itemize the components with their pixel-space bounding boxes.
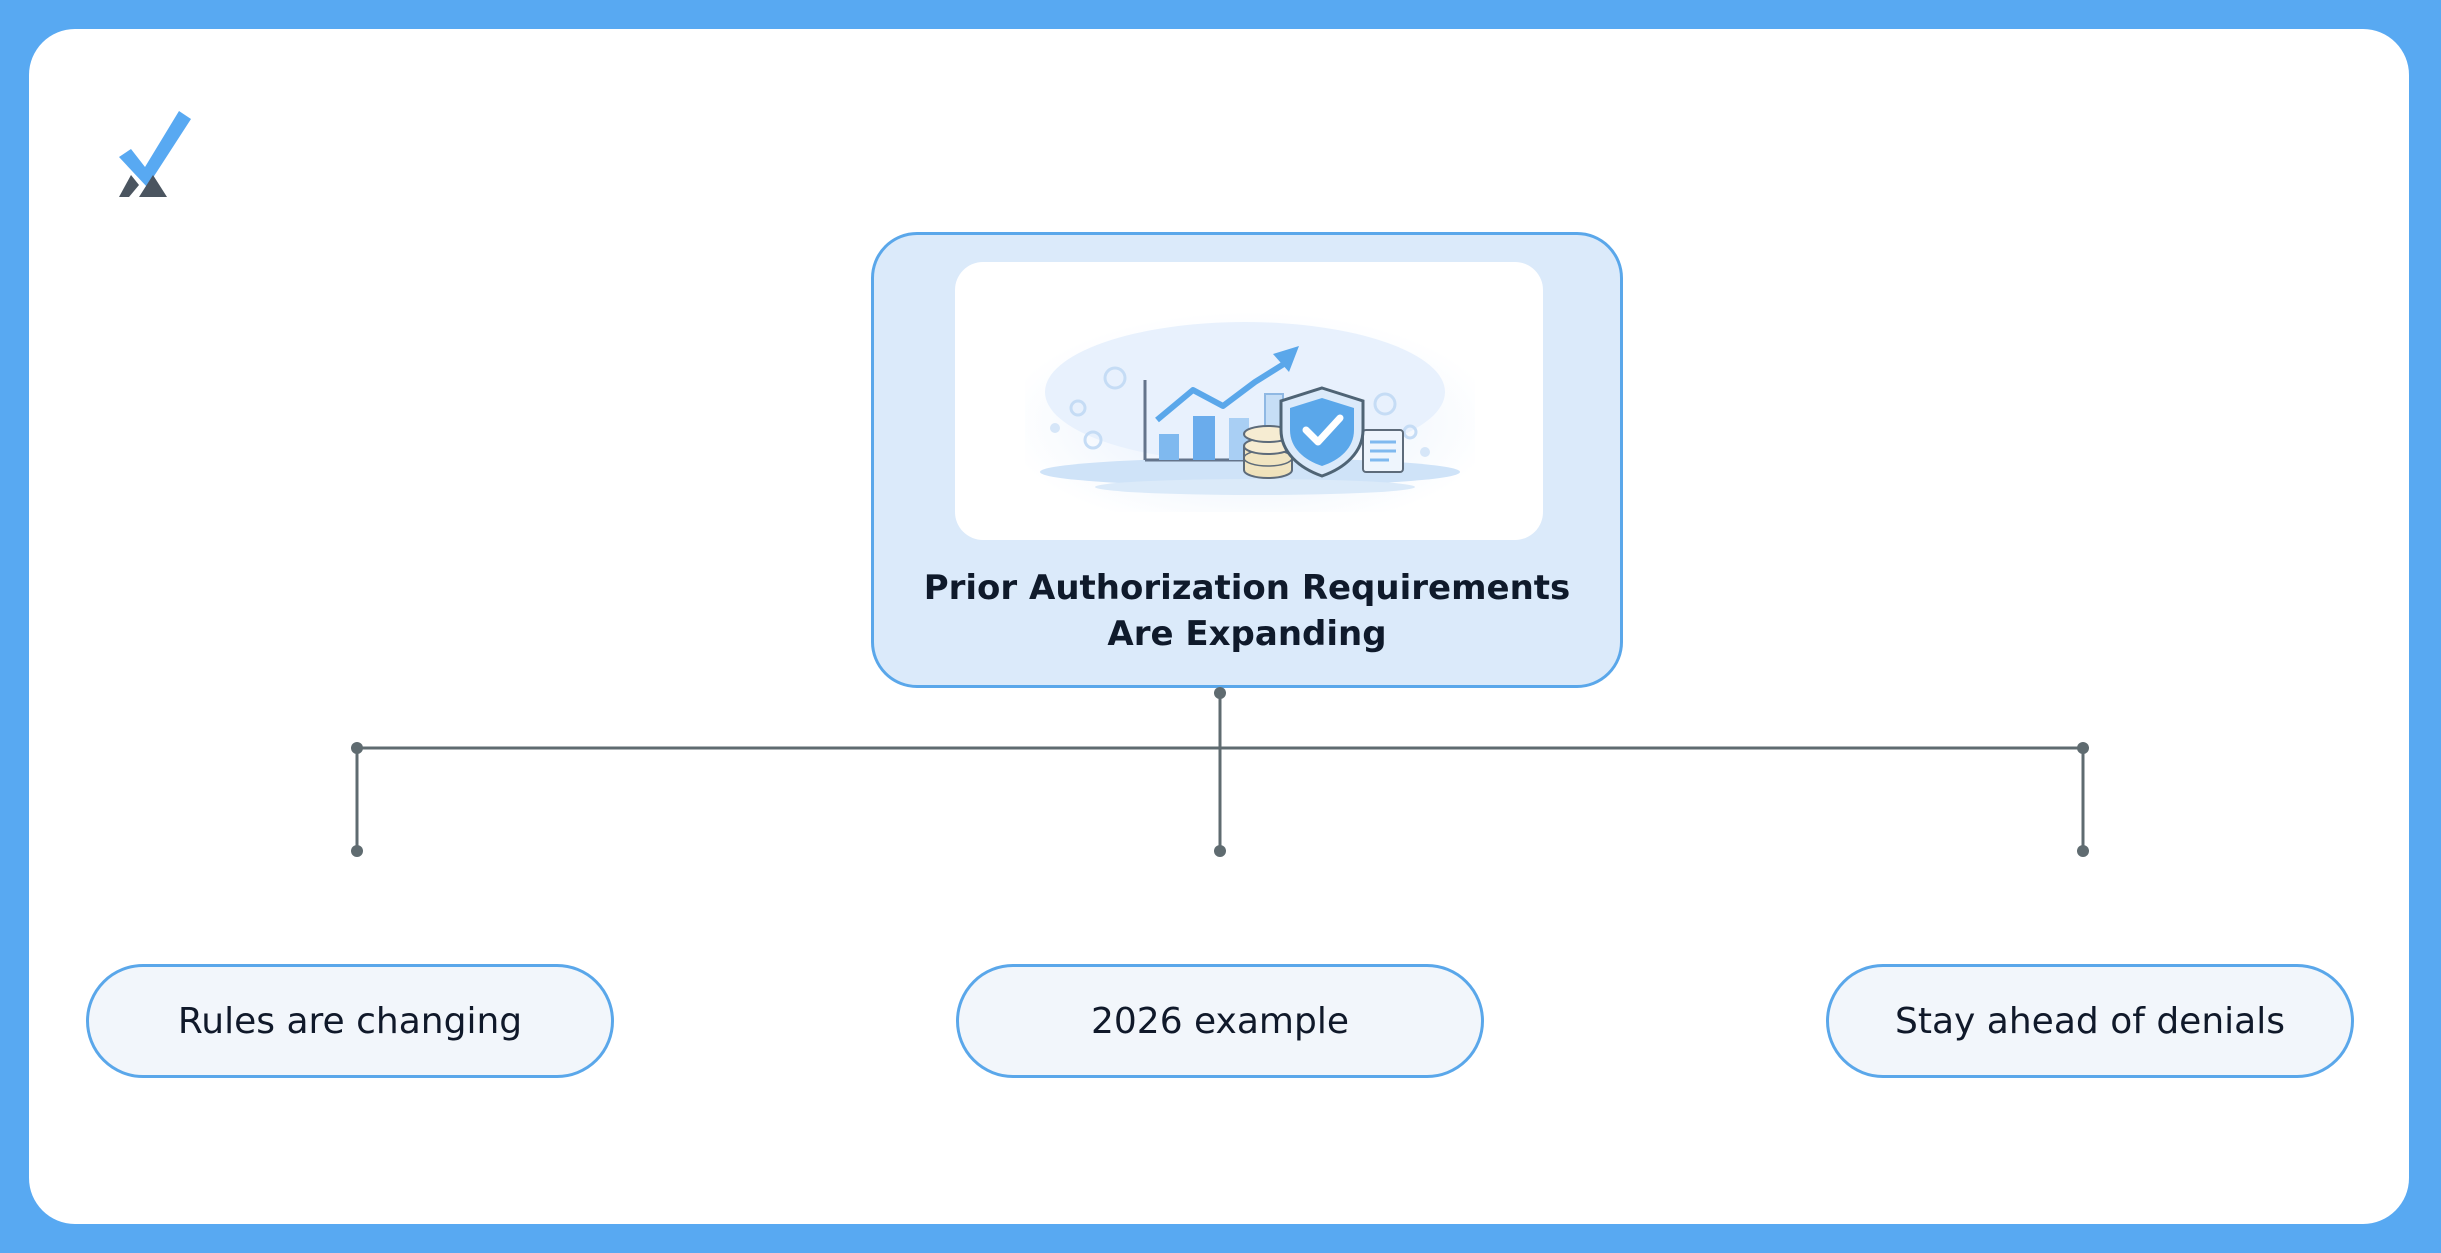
- central-node: Prior Authorization Requirements Are Exp…: [871, 232, 1623, 688]
- child-node-label: Rules are changing: [177, 1000, 523, 1042]
- connector-lines: [351, 687, 2089, 857]
- connector-dot: [2077, 742, 2089, 754]
- connector-dot: [2077, 845, 2089, 857]
- child-node-2026-example: 2026 example: [956, 964, 1484, 1078]
- child-node-rules-changing: Rules are changing: [86, 964, 614, 1078]
- child-node-label: Stay ahead of denials: [1895, 1000, 2285, 1042]
- central-node-title: Prior Authorization Requirements Are Exp…: [874, 565, 1620, 657]
- connector-dot: [1214, 845, 1226, 857]
- connector-dot: [351, 742, 363, 754]
- connector-dot: [351, 845, 363, 857]
- illustration-icon: [955, 262, 1543, 540]
- child-node-label: 2026 example: [1090, 1000, 1349, 1042]
- child-node-stay-ahead: Stay ahead of denials: [1826, 964, 2354, 1078]
- central-node-title-line1: Prior Authorization Requirements: [923, 568, 1571, 608]
- connector-dot: [1214, 687, 1226, 699]
- central-node-title-line2: Are Expanding: [1107, 614, 1387, 654]
- logo-icon: [117, 109, 193, 199]
- canvas: Prior Authorization Requirements Are Exp…: [29, 29, 2409, 1224]
